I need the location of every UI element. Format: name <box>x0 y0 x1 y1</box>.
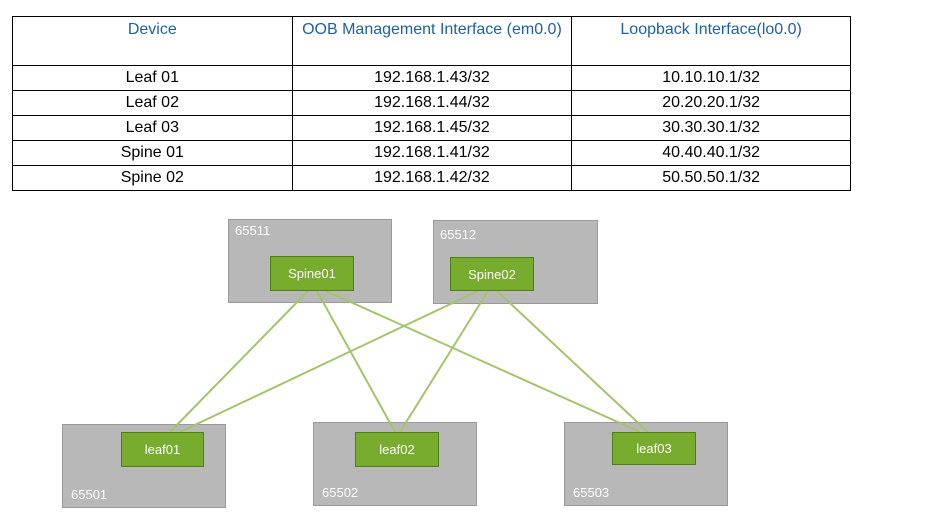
table-row: Leaf 02 192.168.1.44/32 20.20.20.1/32 <box>12 90 851 116</box>
table-row: Spine 02 192.168.1.42/32 50.50.50.1/32 <box>12 165 851 191</box>
cell-device: Leaf 02 <box>12 90 293 116</box>
header-oob-management: OOB Management Interface (em0.0) <box>291 16 573 66</box>
table-row: Leaf 01 192.168.1.43/32 10.10.10.1/32 <box>12 65 851 91</box>
as-box-leaf01: 65501 <box>62 424 226 508</box>
as-box-spine02: 65512 <box>433 220 598 304</box>
cell-device: Spine 01 <box>12 140 293 166</box>
table-header-row: Device OOB Management Interface (em0.0) … <box>12 16 851 66</box>
cell-device: Spine 02 <box>12 165 293 191</box>
as-box-spine01: 65511 <box>228 219 392 303</box>
node-spine02: Spine02 <box>450 257 534 291</box>
cell-oob-ip: 192.168.1.42/32 <box>291 165 573 191</box>
link-spine02-leaf03 <box>496 290 649 433</box>
as-box-leaf03: 65503 <box>564 422 728 506</box>
node-leaf01: leaf01 <box>121 432 204 467</box>
table-row: Spine 01 192.168.1.41/32 40.40.40.1/32 <box>12 140 851 166</box>
node-spine01: Spine01 <box>270 256 354 291</box>
asn-label-spine01: 65511 <box>235 223 271 238</box>
ip-address-table: Device OOB Management Interface (em0.0) … <box>12 16 851 191</box>
table-row: Leaf 03 192.168.1.45/32 30.30.30.1/32 <box>12 115 851 141</box>
cell-device: Leaf 01 <box>12 65 293 91</box>
cell-oob-ip: 192.168.1.44/32 <box>291 90 573 116</box>
node-leaf03: leaf03 <box>612 432 696 465</box>
link-spine02-leaf02 <box>399 290 489 433</box>
as-box-leaf02: 65502 <box>313 422 477 506</box>
asn-label-leaf03: 65503 <box>573 485 610 500</box>
cell-device: Leaf 03 <box>12 115 293 141</box>
cell-loopback-ip: 40.40.40.1/32 <box>571 140 851 166</box>
cell-loopback-ip: 50.50.50.1/32 <box>571 165 851 191</box>
header-loopback: Loopback Interface(lo0.0) <box>571 16 851 66</box>
cell-oob-ip: 192.168.1.45/32 <box>291 115 573 141</box>
asn-label-spine02: 65512 <box>440 227 477 242</box>
cell-loopback-ip: 20.20.20.1/32 <box>571 90 851 116</box>
asn-label-leaf02: 65502 <box>322 485 359 500</box>
asn-label-leaf01: 65501 <box>71 487 108 502</box>
cell-oob-ip: 192.168.1.41/32 <box>291 140 573 166</box>
cell-oob-ip: 192.168.1.43/32 <box>291 65 573 91</box>
link-spine01-leaf02 <box>316 290 396 433</box>
link-spine02-leaf01 <box>179 290 479 433</box>
cell-loopback-ip: 30.30.30.1/32 <box>571 115 851 141</box>
cell-loopback-ip: 10.10.10.1/32 <box>571 65 851 91</box>
link-spine01-leaf01 <box>169 290 309 433</box>
node-leaf02: leaf02 <box>355 432 439 467</box>
header-device: Device <box>12 16 293 66</box>
link-spine01-leaf03 <box>325 290 641 433</box>
